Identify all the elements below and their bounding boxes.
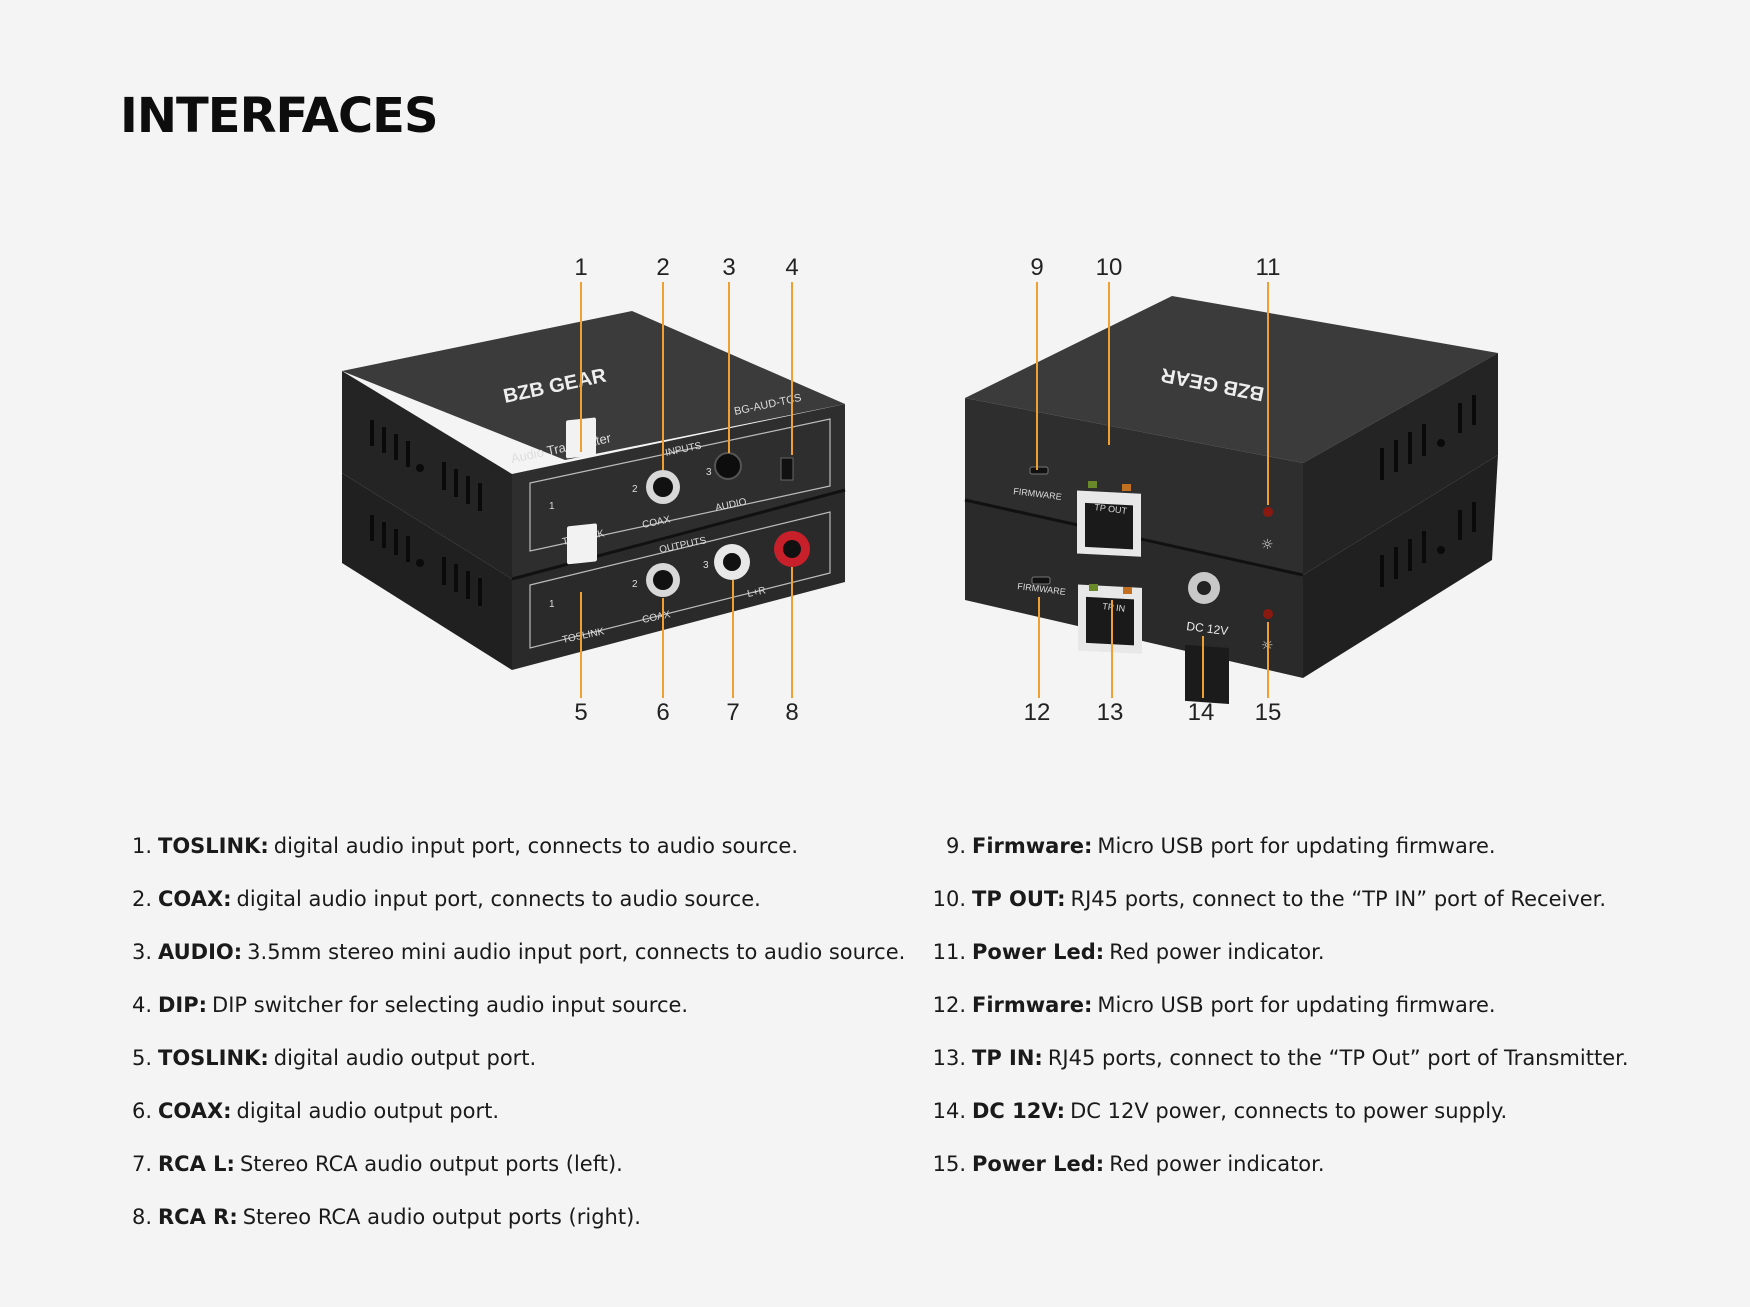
list-item: 11.Power Led:Red power indicator.: [932, 940, 1325, 964]
list-item: 1.TOSLINK:digital audio input port, conn…: [131, 834, 799, 858]
device-illustration: BZB GEAR Audio Transmitter BG-AUD-TCS IN…: [342, 254, 1498, 726]
callout-14: 14: [1188, 699, 1215, 726]
callout-12: 12: [1024, 699, 1051, 726]
callout-2: 2: [656, 254, 669, 281]
device-figure: BZB GEAR Audio Transmitter BG-AUD-TCS IN…: [342, 254, 1498, 726]
callout-13: 13: [1097, 699, 1124, 726]
list-item: 15.Power Led:Red power indicator.: [932, 1152, 1325, 1176]
list-item: 9.Firmware:Micro USB port for updating f…: [945, 834, 1496, 858]
callout-1: 1: [574, 254, 587, 281]
list-item: 8.RCA R:Stereo RCA audio output ports (r…: [131, 1205, 641, 1229]
dc12v-label: DC 12V: [1186, 619, 1229, 638]
port-num-2-out: 2: [632, 579, 638, 590]
list-item: 3.AUDIO:3.5mm stereo mini audio input po…: [131, 940, 906, 964]
callout-5: 5: [574, 699, 587, 726]
list-item: 12.Firmware:Micro USB port for updating …: [932, 993, 1496, 1017]
toslink-output-port: [567, 523, 597, 565]
transmitter-front-view: BZB GEAR Audio Transmitter BG-AUD-TCS IN…: [342, 311, 846, 670]
power-icon-upper: ☼: [1261, 537, 1274, 553]
transmitter-rear-view: BZB GEAR FIRMWARE TP OUT ☼ FIRMWARE TP I…: [964, 296, 1498, 704]
port-num-3-out: 3: [703, 560, 709, 571]
callout-7: 7: [726, 699, 739, 726]
list-item: 10.TP OUT:RJ45 ports, connect to the “TP…: [932, 887, 1607, 911]
callout-6: 6: [656, 699, 669, 726]
callout-numbers: 1 2 3 4 5 6 7 8 9 10 11 12 13 14 15: [574, 254, 1281, 726]
list-item: 14.DC 12V:DC 12V power, connects to powe…: [932, 1099, 1508, 1123]
callout-9: 9: [1030, 254, 1043, 281]
lr-label: L+R: [746, 585, 767, 600]
list-item: 5.TOSLINK:digital audio output port.: [131, 1046, 537, 1070]
port-num-1-in: 1: [549, 501, 555, 512]
tp-in-label: TP IN: [1102, 601, 1126, 614]
interfaces-list-left: 1.TOSLINK:digital audio input port, conn…: [118, 825, 905, 1249]
list-item: 4.DIP:DIP switcher for selecting audio i…: [131, 993, 689, 1017]
callout-4: 4: [785, 254, 798, 281]
callout-11: 11: [1256, 254, 1281, 281]
callout-lines: [580, 282, 1269, 698]
port-num-2-in: 2: [632, 484, 638, 495]
list-item: 7.RCA L:Stereo RCA audio output ports (l…: [131, 1152, 623, 1176]
callout-8: 8: [785, 699, 798, 726]
interfaces-list-right: 9.Firmware:Micro USB port for updating f…: [928, 825, 1629, 1196]
port-num-3-in: 3: [706, 467, 712, 478]
page-title: INTERFACES: [120, 88, 439, 144]
list-item: 6.COAX:digital audio output port.: [131, 1099, 500, 1123]
tp-out-label: TP OUT: [1094, 502, 1128, 516]
callout-10: 10: [1096, 254, 1123, 281]
list-item: 2.COAX:digital audio input port, connect…: [131, 887, 761, 911]
callout-3: 3: [722, 254, 735, 281]
port-num-1-out: 1: [549, 599, 555, 610]
list-item: 13.TP IN:RJ45 ports, connect to the “TP …: [932, 1046, 1629, 1070]
callout-15: 15: [1255, 699, 1282, 726]
